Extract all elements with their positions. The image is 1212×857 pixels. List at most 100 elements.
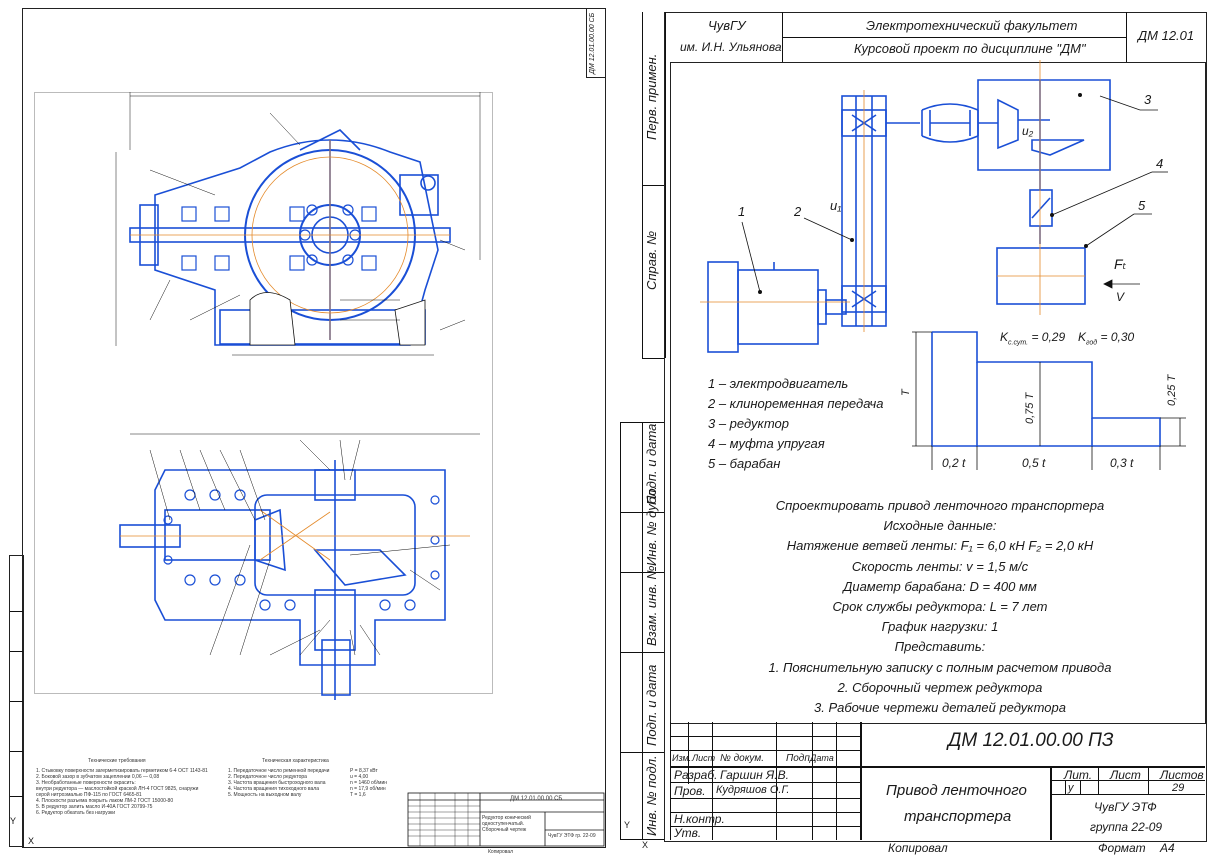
graph-y-025T: 0,25 T <box>1166 374 1178 406</box>
scheme-velocity: V <box>1116 290 1125 304</box>
stamp-format-label: Формат <box>1098 841 1146 855</box>
scheme-u2: u₂ <box>1022 124 1034 138</box>
stamp-prov-name: Кудряшов О.Г. <box>716 784 790 796</box>
graph-y-075T: 0,75 T <box>1024 392 1036 424</box>
task-line: 2. Сборочный чертеж редуктора <box>837 679 1043 695</box>
characteristic-value: u = 4,00 <box>350 774 369 780</box>
left-side-stamp <box>9 555 24 847</box>
characteristic-line: 4. Частота вращения тихоходного вала <box>228 786 319 792</box>
notes-line: 2. Боковой зазор в зубчатом зацеплении 0… <box>36 774 160 780</box>
notes-line: 5. В редуктор залить масло И-40А ГОСТ 20… <box>36 804 153 810</box>
graph-x-02t: 0,2 t <box>942 456 966 470</box>
graph-x-03t: 0,3 t <box>1110 456 1134 470</box>
right-outer-frame <box>664 12 1207 842</box>
axis-y-mark: Y <box>624 820 631 830</box>
left-stamp-title: Редуктор конический одноступенчатый. Сбо… <box>482 815 531 833</box>
left-drawing-sheet: ДМ 12.01.00.00 СБ <box>9 8 606 855</box>
side-label-podp-data-2: Подп. и дата <box>644 664 659 746</box>
graph-y-T: T <box>900 389 912 396</box>
notes-line: 6. Редуктор обкатать без нагрузки <box>36 810 116 816</box>
characteristic-line: 1. Передаточное число ременной передачи <box>228 768 330 774</box>
notes-line: внутри редуктора — маслостойкой краской … <box>36 786 199 792</box>
legend-item: 5 – барабан <box>708 456 781 471</box>
stamp-format-value: А4 <box>1160 841 1175 855</box>
characteristic-value: T = 1,6 <box>350 792 366 798</box>
scheme-label-5: 5 <box>1138 198 1146 213</box>
characteristic-value: P = 8,37 кВт <box>350 768 378 774</box>
header-block: ЧувГУ им. И.Н. Ульянова Электротехническ… <box>670 12 1205 62</box>
stamp-col-doc: № докум. <box>720 753 765 764</box>
scheme-label-1: 1 <box>738 204 746 219</box>
svg-text:Y: Y <box>10 816 16 826</box>
legend-item: 3 – редуктор <box>708 416 789 431</box>
stamp-title-line2: транспортера <box>904 808 1012 825</box>
left-outer-frame <box>22 8 606 848</box>
left-stamp-code: ДМ 12.01.00.00 СБ <box>510 796 563 802</box>
k-sut-value: = 0,29 <box>1031 330 1066 344</box>
stamp-prov-label: Пров. <box>674 784 706 798</box>
stamp-lit-value: у <box>1068 782 1074 794</box>
side-label-inv-dubl: Инв. № дубл. <box>644 486 659 566</box>
scheme-force: Fₜ <box>1114 256 1127 272</box>
stamp-copied: Копировал <box>888 841 948 855</box>
university-fullname: им. И.Н. Ульянова <box>680 40 782 54</box>
left-copied-label: Копировал <box>488 849 514 855</box>
header-code: ДМ 12.01 <box>1138 28 1195 43</box>
assembly-drawing: Y X <box>10 92 605 847</box>
kinematic-scheme <box>700 60 1186 470</box>
k-god-symbol: K <box>1078 330 1087 344</box>
scheme-label-2: 2 <box>794 204 802 219</box>
title-block <box>670 722 1205 840</box>
characteristics-list: 1. Передаточное число ременной передачи … <box>228 768 329 798</box>
k-god-label: Kгод = 0,30 <box>1078 330 1134 346</box>
right-inner-frame <box>670 62 1206 724</box>
stamp-nkontr-label: Н.контр. <box>674 812 725 826</box>
university-name: ЧувГУ <box>708 18 746 33</box>
stamp-col-izm: Изм. <box>672 753 692 763</box>
side-label-inv-podl: Инв. № подл. <box>644 755 659 836</box>
task-line: Спроектировать привод ленточного транспо… <box>775 498 1105 513</box>
scheme-u1: u₁ <box>830 198 842 213</box>
stamp-org-line2: группа 22-09 <box>1090 820 1163 834</box>
faculty-name: Электротехнический факультет <box>866 18 1078 33</box>
notes-line: серой нитроэмалью ПФ-115 по ГОСТ 6465-81 <box>36 792 142 798</box>
stamp-org-line1: ЧувГУ ЭТФ <box>1094 800 1157 814</box>
stamp-sheets-label: Листов <box>1160 768 1204 782</box>
scheme-label-4: 4 <box>1156 156 1164 171</box>
side-label-vzam-inv: Взам. инв. № <box>644 565 659 646</box>
stamp-sheets-value: 29 <box>1172 782 1185 794</box>
stamp-col-sign: Подп. <box>786 753 813 764</box>
task-line: Натяжение ветвей ленты: F₁ = 6,0 кН F₂ =… <box>786 538 1094 554</box>
task-text: Спроектировать привод ленточного транспо… <box>700 496 1180 718</box>
characteristics-title: Техническая характеристика <box>262 758 329 764</box>
characteristic-line: 5. Мощность на выходном валу <box>228 792 302 798</box>
stamp-utv-label: Утв. <box>674 826 702 840</box>
stamp-razrab-name: Гаршин Я.В. <box>720 768 789 782</box>
k-sut-sub: с.сут. <box>1008 339 1029 347</box>
notes-list: 1. Стыковку поверхности загерметизироват… <box>36 768 208 816</box>
characteristic-value: n = 17,9 об/мин <box>350 786 386 792</box>
axis-x-mark: X <box>642 840 649 850</box>
course-name: Курсовой проект по дисциплине "ДМ" <box>854 41 1086 56</box>
legend-item: 4 – муфта упругая <box>708 436 825 451</box>
notes-title: Технические требования <box>88 758 146 764</box>
scheme-legend: 1 – электродвигатель 2 – клиноременная п… <box>708 374 884 474</box>
graph-x-05t: 0,5 t <box>1022 456 1046 470</box>
k-sut-label: Kс.сут. = 0,29 <box>1000 330 1065 346</box>
characteristics-values: P = 8,37 кВт u = 4,00 n = 1460 об/мин n … <box>350 768 387 798</box>
task-line: Срок службы редуктора: L = 7 лет <box>832 599 1048 615</box>
stamp-col-date: Дата <box>810 753 834 763</box>
task-line: Представить: <box>894 639 986 655</box>
legend-item: 2 – клиноременная передача <box>708 396 884 411</box>
characteristic-value: n = 1460 об/мин <box>350 780 388 786</box>
k-sut-symbol: K <box>1000 330 1009 344</box>
side-column <box>620 12 666 840</box>
characteristic-line: 2. Передаточное число редуктора <box>228 774 307 780</box>
stamp-lit-label: Лит. <box>1064 768 1093 782</box>
task-line: 3. Рабочие чертежи деталей редуктора <box>814 700 1066 716</box>
task-line: 1. Пояснительную записку с полным расчет… <box>768 659 1112 675</box>
stamp-title-line1: Привод ленточного <box>886 782 1027 799</box>
left-inner-frame <box>34 92 493 694</box>
stamp-doc-code: ДМ 12.01.00.00 ПЗ <box>948 730 1114 751</box>
stamp-razrab-label: Разраб. <box>674 768 718 782</box>
